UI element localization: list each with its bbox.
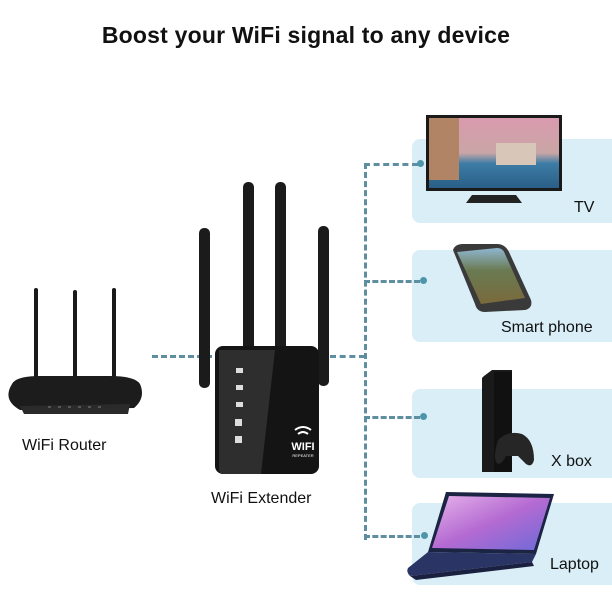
device-label-xbox: X box	[551, 453, 592, 470]
extender-label: WiFi Extender	[211, 490, 312, 507]
extender-badge-sub: REPEATER	[292, 453, 313, 458]
connector-dot-xbox	[420, 413, 427, 420]
smartphone-icon	[453, 244, 532, 312]
connector-router-extender	[152, 355, 212, 358]
wifi-extender-icon: WIFI REPEATER	[199, 182, 329, 474]
extender-badge: WIFI	[291, 441, 314, 453]
device-label-smartphone: Smart phone	[501, 319, 593, 336]
connector-dot-tv	[417, 160, 424, 167]
device-label-tv: TV	[574, 199, 595, 216]
connector-dot-laptop	[421, 532, 428, 539]
connector-tv	[364, 163, 418, 166]
connector-extender-bus	[330, 355, 365, 358]
connector-bus-vertical	[364, 163, 367, 540]
tv-icon	[426, 115, 562, 203]
page-title: Boost your WiFi signal to any device	[101, 22, 511, 48]
connector-dot-smartphone	[420, 277, 427, 284]
router-icon	[8, 288, 142, 414]
router-label: WiFi Router	[22, 437, 107, 454]
laptop-icon	[407, 492, 554, 580]
connector-laptop	[364, 535, 420, 538]
device-label-laptop: Laptop	[550, 556, 599, 573]
connector-smartphone	[364, 280, 420, 283]
connector-xbox	[364, 416, 420, 419]
game-console-icon	[482, 370, 534, 472]
